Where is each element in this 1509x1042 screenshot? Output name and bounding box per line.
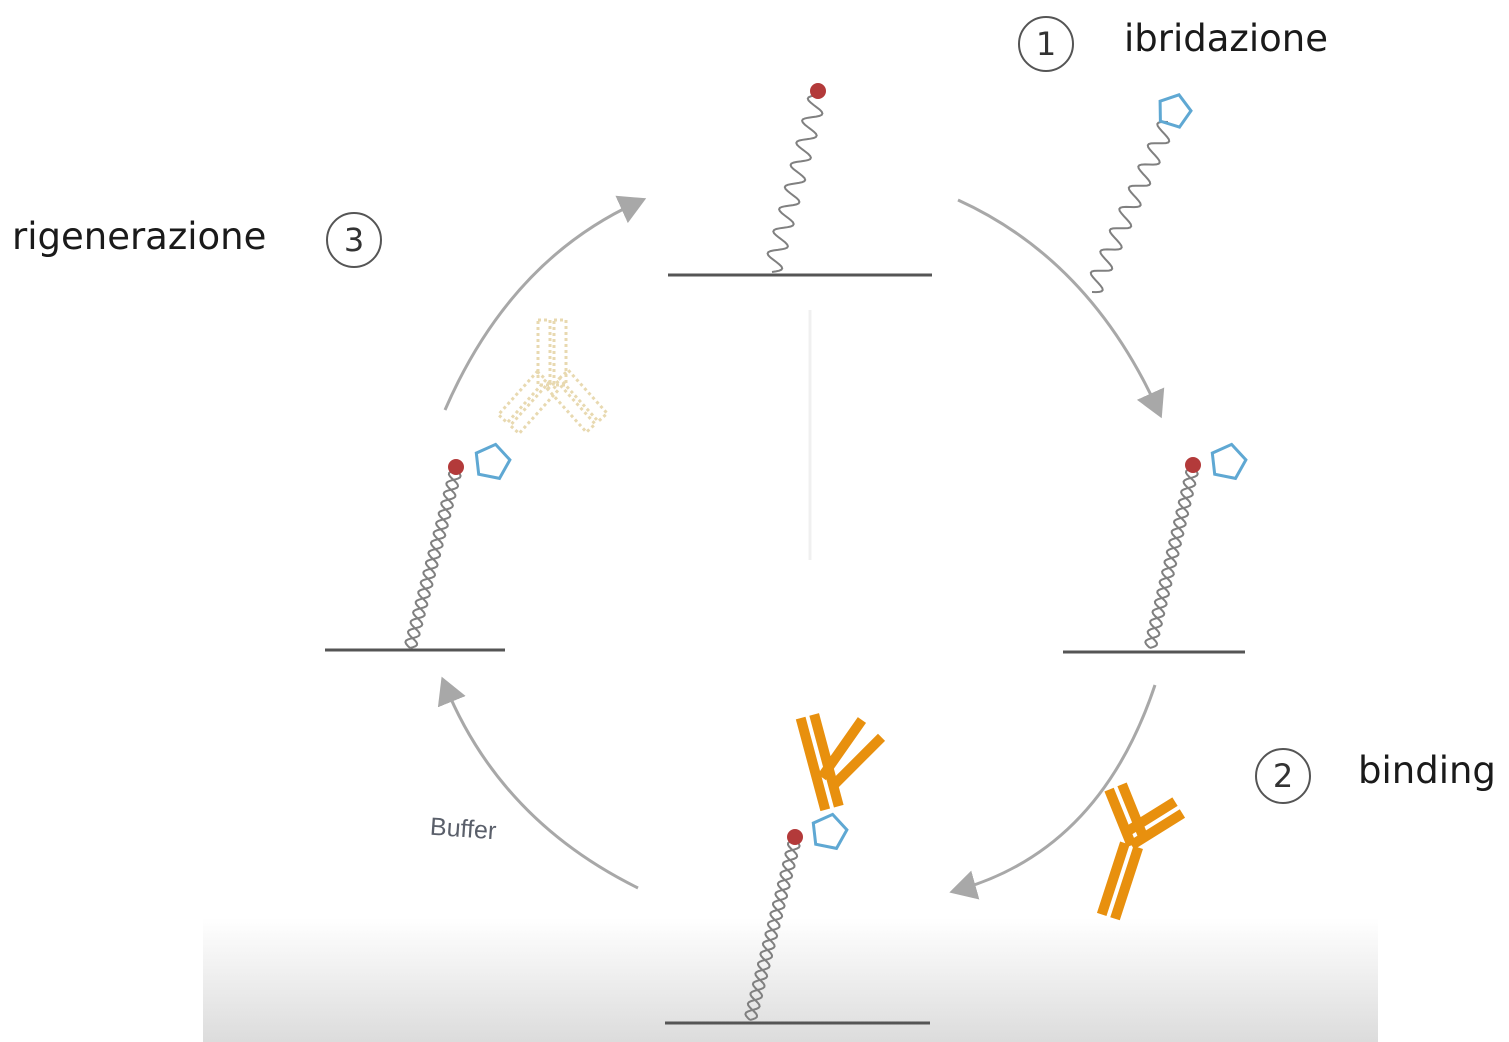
arrow-binding	[949, 684, 1157, 900]
regenerated-duplex-left	[404, 442, 512, 649]
probe-dot	[810, 83, 826, 99]
bottom-shadow	[203, 918, 1378, 1042]
arrow-regeneration	[443, 195, 647, 411]
ligand-pentagon	[1210, 442, 1248, 481]
ligand-pentagon	[474, 442, 512, 481]
arrow-buffer	[437, 676, 639, 890]
step-2-number: 2	[1255, 748, 1311, 804]
target-strand	[1089, 93, 1193, 294]
step-1-label: ibridazione	[1124, 17, 1328, 60]
bound-antibody	[795, 713, 886, 812]
step-3-number: 3	[326, 212, 382, 268]
duplex-with-antibody-bottom	[744, 713, 886, 1021]
ligand-pentagon	[811, 812, 849, 851]
probe-single-strand	[766, 83, 826, 273]
step-3-label: rigenerazione	[12, 215, 267, 258]
released-antibody-ghost	[496, 318, 610, 436]
step-2-label: binding	[1358, 749, 1496, 792]
probe-dot	[1185, 457, 1201, 473]
free-antibody	[1096, 782, 1186, 921]
ligand-pentagon	[1158, 93, 1193, 129]
arrow-hybridization	[957, 198, 1165, 419]
probe-dot	[787, 829, 803, 845]
step-1-number: 1	[1018, 16, 1074, 72]
hybridized-duplex-right	[1144, 442, 1248, 649]
probe-dot	[448, 459, 464, 475]
buffer-label: Buffer	[429, 812, 498, 846]
